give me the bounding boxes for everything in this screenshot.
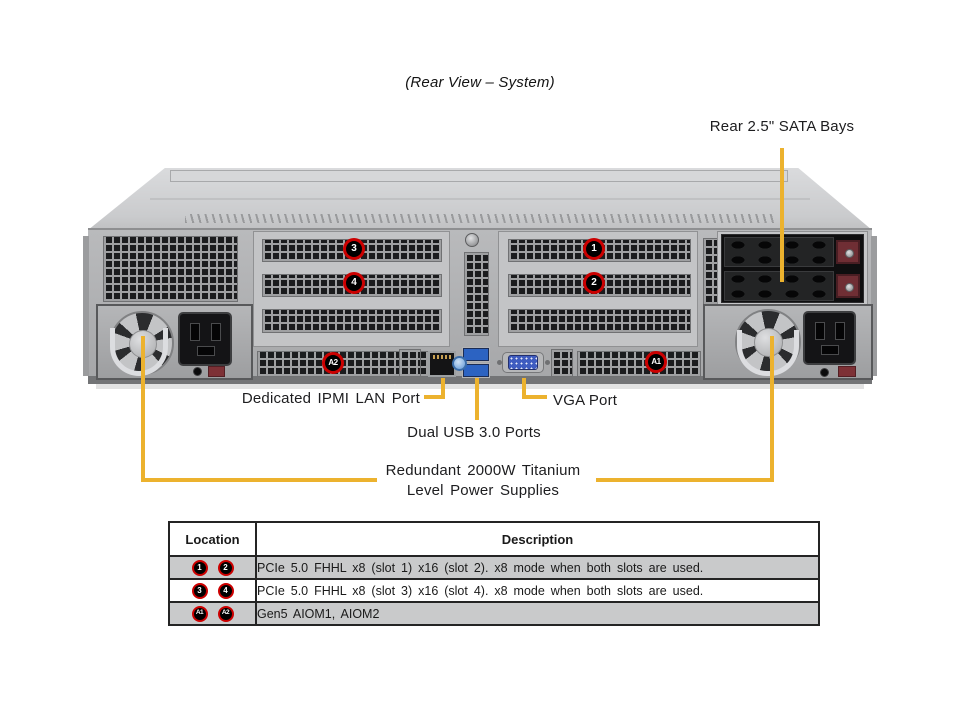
row-badge: A1 xyxy=(191,605,208,622)
chassis-bottom-lip xyxy=(88,376,872,384)
left-psu-led xyxy=(193,367,202,376)
table-row: A1 A2 Gen5 AIOM1, AIOM2 xyxy=(168,601,820,626)
pci-slot-right-lower xyxy=(508,309,691,333)
chassis-edge-right xyxy=(871,236,877,376)
inlet-pin xyxy=(821,345,839,355)
inlet-pin xyxy=(211,323,221,341)
left-vent-mesh xyxy=(103,236,238,302)
row-description: PCIe 5.0 FHHL x8 (slot 3) x16 (slot 4). … xyxy=(255,578,820,603)
psu-label-line2: Level Power Supplies xyxy=(406,482,560,499)
location-cell: 1 2 xyxy=(168,555,257,580)
right-power-inlet xyxy=(803,311,856,365)
usb-label: Dual USB 3.0 Ports xyxy=(407,424,541,441)
lid-seam xyxy=(150,198,810,200)
callout-aiom2-badge: A2 xyxy=(322,352,344,374)
center-vent-strip xyxy=(464,252,489,336)
latch-screw xyxy=(845,249,854,258)
chassis-edge-left xyxy=(83,236,89,376)
row-badge: 1 xyxy=(191,559,208,576)
left-psu-latch xyxy=(208,366,225,377)
slot-spec-table: Location Description 1 2 PCIe 5.0 FHHL x… xyxy=(168,521,820,626)
drive-latch-1 xyxy=(836,240,860,264)
drive-latch-2 xyxy=(836,274,860,298)
right-psu-fan-hub xyxy=(754,328,783,357)
usb3-port-bottom xyxy=(463,364,489,377)
table-header-row: Location Description xyxy=(168,521,820,557)
row-description: PCIe 5.0 FHHL x8 (slot 1) x16 (slot 2). … xyxy=(255,555,820,580)
psu-right-callout-line-h xyxy=(596,478,774,482)
inlet-pin xyxy=(190,323,200,341)
psu-right-callout-line-v xyxy=(770,336,774,482)
right-psu-handle xyxy=(737,330,799,376)
vga-label: VGA Port xyxy=(553,392,618,409)
psu-left-callout-line-h xyxy=(141,478,377,482)
row-description: Gen5 AIOM1, AIOM2 xyxy=(255,601,820,626)
row-badge: A2 xyxy=(217,605,234,622)
callout-slot3-badge: 3 xyxy=(343,238,365,260)
row-badge: 2 xyxy=(217,559,234,576)
vga-callout-line-v xyxy=(522,378,526,399)
callout-aiom1-badge: A1 xyxy=(645,351,667,373)
psu-left-callout-line-v xyxy=(141,336,145,482)
description-header: Description xyxy=(255,521,820,557)
location-cell: A1 A2 xyxy=(168,601,257,626)
lan-pins xyxy=(433,355,451,359)
usb-callout-line xyxy=(475,378,479,420)
vent-block-right xyxy=(551,349,573,377)
aiom1-slot xyxy=(577,351,701,377)
inlet-pin xyxy=(197,346,215,356)
table-row: 3 4 PCIe 5.0 FHHL x8 (slot 3) x16 (slot … xyxy=(168,578,820,603)
right-psu-latch xyxy=(838,366,856,377)
sata-tray-1 xyxy=(724,237,834,267)
callout-slot4-badge: 4 xyxy=(343,272,365,294)
right-psu-led xyxy=(820,368,829,377)
row-badge: 4 xyxy=(217,582,234,599)
ipmi-callout-line-v xyxy=(441,378,445,399)
row-badge: 3 xyxy=(191,582,208,599)
sata-callout-line xyxy=(780,148,784,282)
pci-slot-left-lower xyxy=(262,309,442,333)
ipmi-label: Dedicated IPMI LAN Port xyxy=(241,390,420,407)
vga-connector xyxy=(508,355,538,370)
sata-bays-label: Rear 2.5" SATA Bays xyxy=(709,118,855,135)
center-screw xyxy=(465,233,479,247)
ipmi-callout-line-h xyxy=(424,395,445,399)
inlet-pin xyxy=(815,322,825,340)
vga-callout-line-h xyxy=(522,395,547,399)
left-psu-handle xyxy=(110,328,168,376)
sata-tray-2 xyxy=(724,271,834,301)
location-cell: 3 4 xyxy=(168,578,257,603)
latch-screw xyxy=(845,283,854,292)
vent-block-left xyxy=(399,349,421,377)
callout-slot1-badge: 1 xyxy=(583,238,605,260)
callout-slot2-badge: 2 xyxy=(583,272,605,294)
usb3-port-top xyxy=(463,348,489,361)
thumbscrew-left xyxy=(452,356,467,371)
vga-screw-left xyxy=(497,360,502,365)
table-row: 1 2 PCIe 5.0 FHHL x8 (slot 1) x16 (slot … xyxy=(168,555,820,580)
figure-title: (Rear View – System) xyxy=(405,74,555,91)
vga-screw-right xyxy=(545,360,550,365)
location-header: Location xyxy=(168,521,257,557)
chassis-shadow xyxy=(96,384,864,389)
inlet-pin xyxy=(835,322,845,340)
lid-top-plate xyxy=(170,170,788,182)
psu-label-line1: Redundant 2000W Titanium xyxy=(385,462,581,479)
psu-label: Redundant 2000W Titanium Level Power Sup… xyxy=(352,461,614,501)
lid-vent-hatch xyxy=(185,214,777,223)
left-power-inlet xyxy=(178,312,232,366)
